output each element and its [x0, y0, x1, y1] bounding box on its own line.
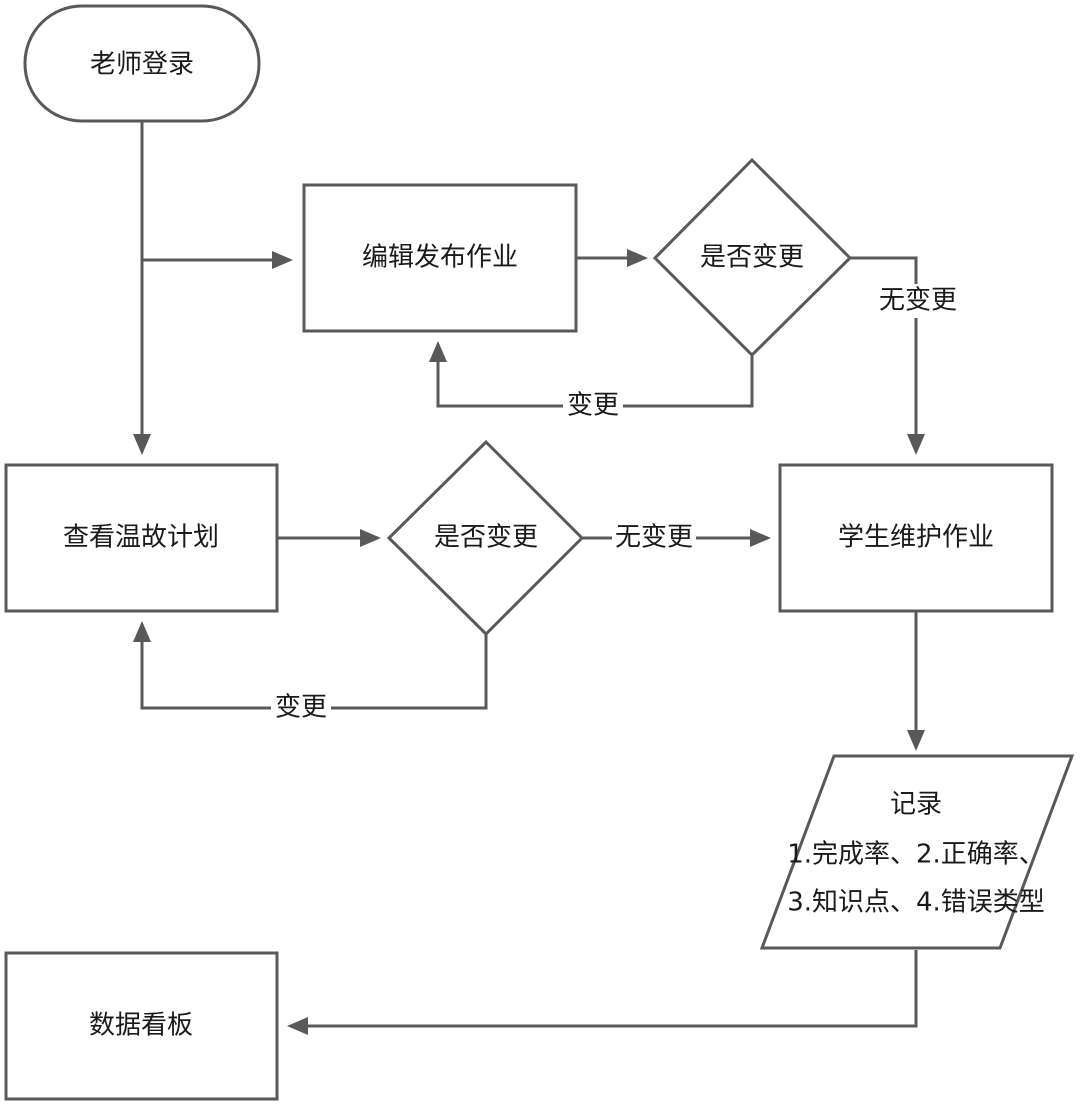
- edge-label-change-1: 变更: [567, 391, 619, 421]
- edge-record-to-dashboard: [287, 950, 918, 1035]
- node-data-dashboard: 数据看板: [4, 951, 279, 1101]
- edit-publish-homework-label: 编辑发布作业: [362, 243, 518, 273]
- node-view-review-plan: 查看温故计划: [4, 463, 279, 613]
- node-edit-publish-homework: 编辑发布作业: [302, 183, 578, 333]
- decision-1-label: 是否变更: [700, 243, 804, 273]
- data-dashboard-label: 数据看板: [89, 1011, 193, 1041]
- view-review-plan-label: 查看温故计划: [63, 523, 219, 553]
- record-line-2: 3.知识点、4.错误类型: [787, 888, 1045, 918]
- decision-2-label: 是否变更: [434, 523, 538, 553]
- student-maintain-homework-label: 学生维护作业: [838, 523, 994, 553]
- node-decision-2: 是否变更: [386, 439, 585, 637]
- teacher-login-label: 老师登录: [90, 50, 194, 80]
- node-student-maintain-homework: 学生维护作业: [778, 463, 1054, 613]
- record-title: 记录: [890, 790, 942, 820]
- node-decision-1: 是否变更: [652, 157, 853, 358]
- node-record: 记录 1.完成率、2.正确率、 3.知识点、4.错误类型: [759, 754, 1075, 950]
- edge-label-no-change-1-group: 无变更: [876, 284, 960, 318]
- edge-label-change-1-group: 变更: [563, 389, 623, 423]
- record-line-1: 1.完成率、2.正确率、: [787, 840, 1045, 870]
- edge-label-change-2: 变更: [275, 693, 327, 723]
- edge-decision-1-no-change: [850, 256, 925, 455]
- nodes: 老师登录 编辑发布作业 是否变更 查看温故计划 是否变更 学生维护作业: [4, 4, 1075, 1101]
- edge-label-no-change-2-group: 无变更: [612, 521, 696, 555]
- edge-label-no-change-2: 无变更: [615, 523, 693, 553]
- edge-label-change-2-group: 变更: [271, 691, 331, 725]
- edge-label-no-change-1: 无变更: [879, 286, 957, 316]
- edge-labels: 无变更 变更 无变更 变更: [271, 284, 960, 725]
- node-teacher-login: 老师登录: [23, 4, 261, 123]
